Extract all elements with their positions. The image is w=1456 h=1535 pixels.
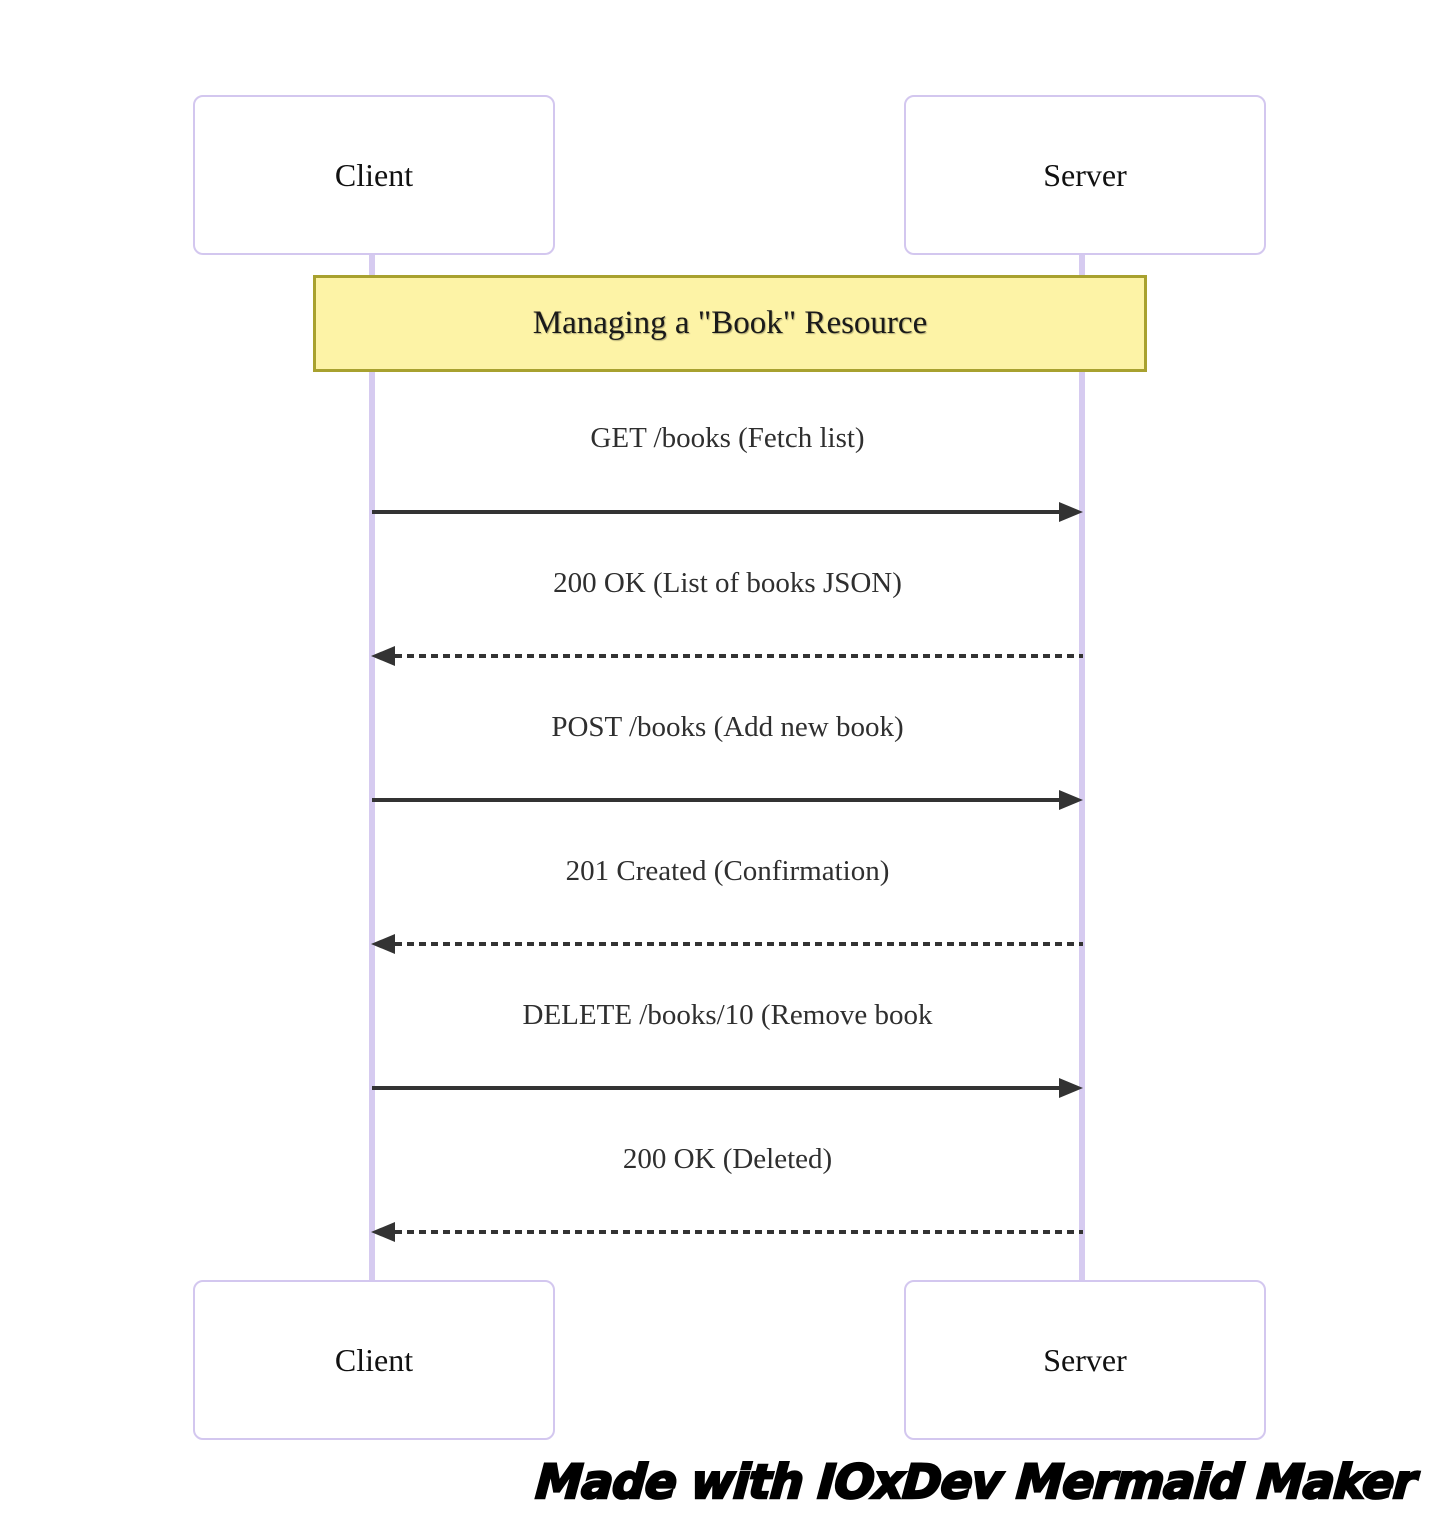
- actor-label-client-top: Client: [334, 156, 414, 193]
- message-get-books-arrowhead-icon: [1059, 502, 1083, 522]
- message-get-books-label: GET /books (Fetch list): [590, 422, 865, 454]
- actor-label-server-top: Server: [1043, 156, 1127, 193]
- diagram-title: Managing a "Book" Resource: [532, 305, 928, 341]
- message-200-ok-deleted-label: 200 OK (Deleted): [622, 1143, 833, 1175]
- actor-box-server-top: Server: [904, 95, 1266, 255]
- watermark-text: Made with IOxDev Mermaid Maker: [533, 1454, 1419, 1512]
- message-201-created-arrowhead-icon: [371, 934, 395, 954]
- diagram-title-box: Managing a "Book" Resource: [313, 275, 1147, 372]
- message-post-books-label: POST /books (Add new book): [551, 711, 904, 743]
- actor-box-client-top: Client: [193, 95, 555, 255]
- message-200-ok-deleted-arrowhead-icon: [371, 1222, 395, 1242]
- actor-label-server-bottom: Server: [1043, 1341, 1127, 1378]
- actor-label-client-bottom: Client: [334, 1341, 414, 1378]
- message-200-ok-list-arrow-line: [395, 654, 1083, 658]
- server-lifeline: [1079, 252, 1085, 1280]
- message-get-books-arrow-line: [372, 510, 1060, 514]
- message-delete-book-arrow-line: [372, 1086, 1060, 1090]
- message-200-ok-deleted-arrow-line: [395, 1230, 1083, 1234]
- actor-box-client-bottom: Client: [193, 1280, 555, 1440]
- message-200-ok-list-arrowhead-icon: [371, 646, 395, 666]
- message-post-books-arrow-line: [372, 798, 1060, 802]
- message-post-books-arrowhead-icon: [1059, 790, 1083, 810]
- client-lifeline: [369, 252, 375, 1280]
- message-delete-book-label: DELETE /books/10 (Remove book: [522, 999, 933, 1031]
- actor-box-server-bottom: Server: [904, 1280, 1266, 1440]
- message-201-created-label: 201 Created (Confirmation): [565, 855, 890, 887]
- message-201-created-arrow-line: [395, 942, 1083, 946]
- message-200-ok-list-label: 200 OK (List of books JSON): [553, 567, 902, 599]
- message-delete-book-arrowhead-icon: [1059, 1078, 1083, 1098]
